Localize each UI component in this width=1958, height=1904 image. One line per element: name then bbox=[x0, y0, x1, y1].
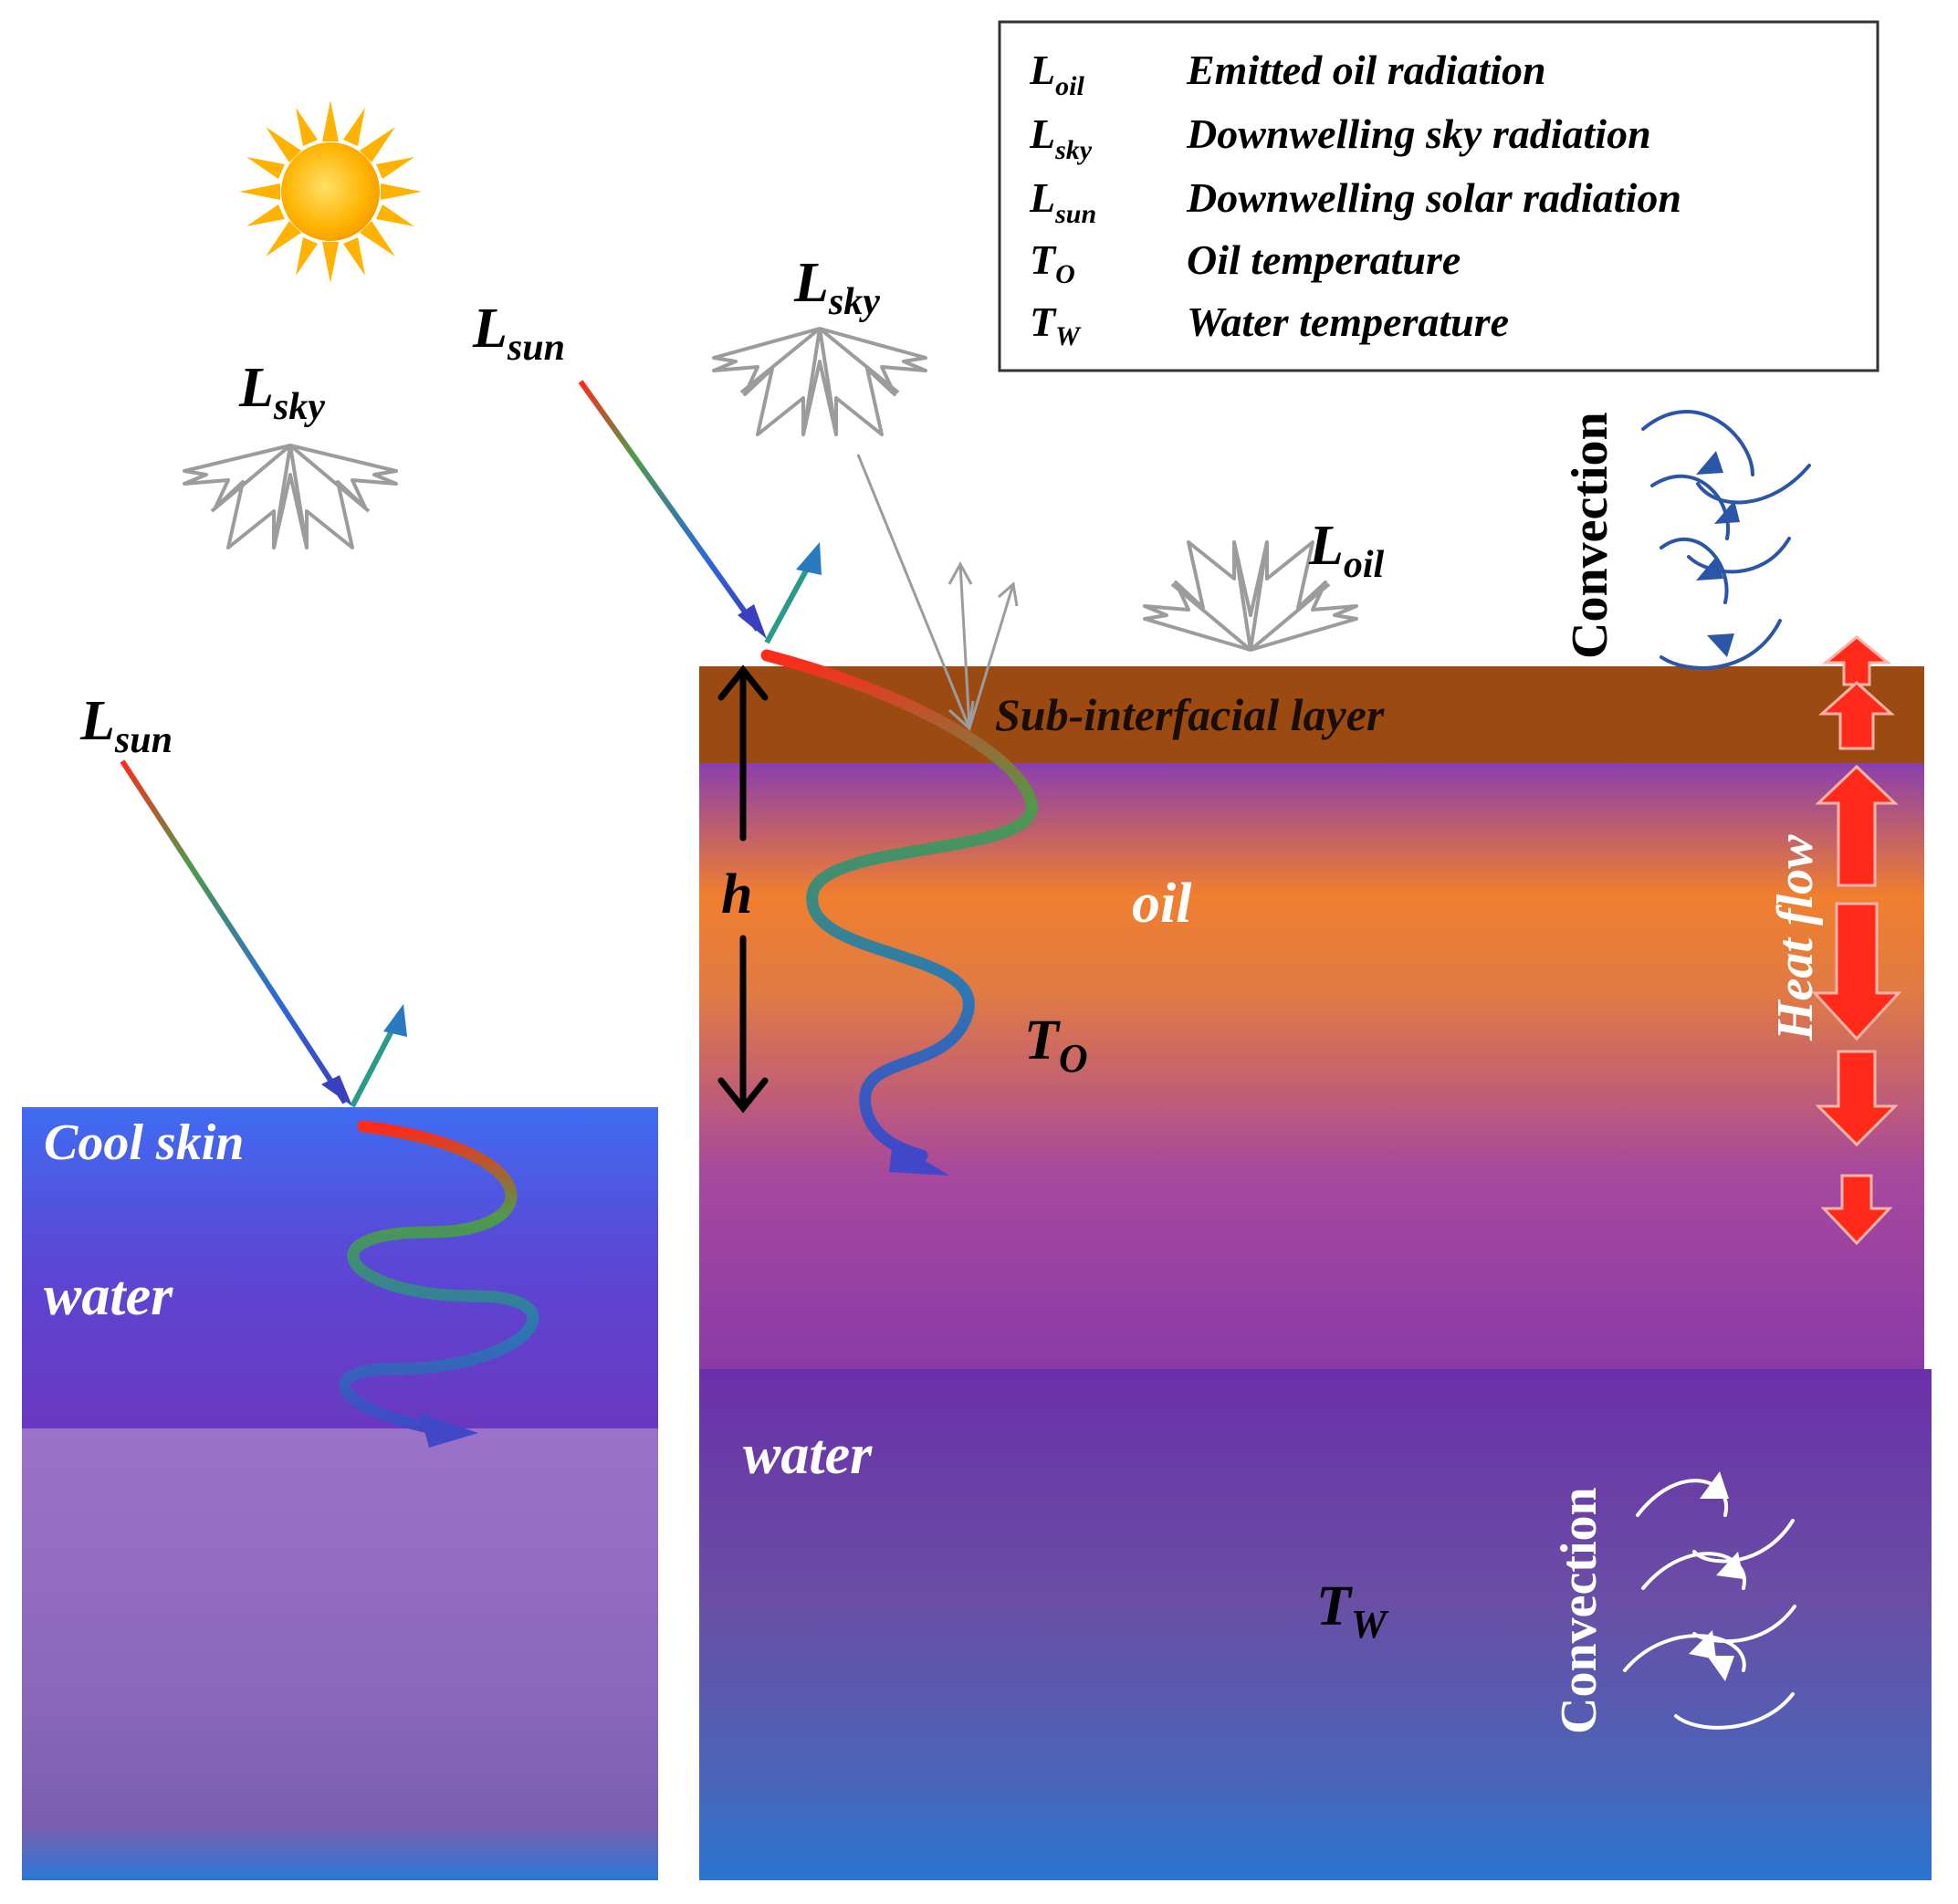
thickness-h-arrow bbox=[717, 664, 769, 1114]
heat-down-arrow-1 bbox=[1811, 902, 1902, 1041]
transmitted-wave-left bbox=[339, 1120, 539, 1448]
transmitted-wave-right bbox=[760, 649, 1038, 1176]
legend-symbol-1: Lsky bbox=[1029, 110, 1093, 165]
sky-radiation-fan-left bbox=[183, 444, 398, 549]
convection-swirls-top bbox=[1641, 410, 1811, 670]
legend-desc-1: Downwelling sky radiation bbox=[1186, 110, 1651, 157]
legend-desc-0: Emitted oil radiation bbox=[1186, 47, 1546, 93]
legend: Loil Emitted oil radiation Lsky Downwell… bbox=[998, 20, 1879, 372]
sub-interfacial-layer bbox=[699, 666, 1924, 763]
sky-ray-reflection bbox=[856, 454, 1019, 732]
l-sun-label-right: Lsun bbox=[472, 298, 565, 369]
l-sky-label-left: Lsky bbox=[238, 357, 325, 428]
legend-box bbox=[998, 20, 1879, 372]
legend-symbol-2: Lsun bbox=[1029, 174, 1096, 229]
heat-up-arrow-2 bbox=[1818, 680, 1895, 750]
cool-skin-water-layer bbox=[22, 1107, 658, 1428]
legend-symbol-3: TO bbox=[1030, 236, 1075, 289]
t-w-label: TW bbox=[1316, 1575, 1389, 1647]
legend-symbol-0: Loil bbox=[1029, 47, 1084, 101]
right-column bbox=[699, 666, 1932, 1880]
convection-swirls-bottom bbox=[1623, 1471, 1796, 1730]
sun-icon bbox=[239, 100, 422, 283]
h-label: h bbox=[721, 863, 752, 926]
legend-desc-3: Oil temperature bbox=[1187, 236, 1461, 283]
sun-ray-right bbox=[578, 380, 822, 644]
sub-interfacial-label: Sub-interfacial layer bbox=[995, 689, 1385, 740]
heat-up-arrow-3 bbox=[1815, 764, 1899, 887]
legend-desc-2: Downwelling solar radiation bbox=[1186, 174, 1681, 221]
oil-emission-fan bbox=[1143, 540, 1358, 652]
sky-radiation-fan-right bbox=[712, 327, 927, 436]
heat-flow-arrows bbox=[1811, 635, 1902, 1246]
convection-label-top: Convection bbox=[1562, 412, 1618, 659]
right-water-layer bbox=[699, 1369, 1932, 1880]
l-sun-label-left: Lsun bbox=[79, 690, 173, 761]
t-o-label: TO bbox=[1024, 1010, 1088, 1081]
cool-skin-label: Cool skin bbox=[44, 1114, 244, 1171]
left-water-label: water bbox=[44, 1265, 173, 1327]
heat-down-arrow-2 bbox=[1815, 1050, 1899, 1147]
heat-flow-label: Heat flow bbox=[1767, 834, 1824, 1041]
heat-down-arrow-3 bbox=[1820, 1174, 1893, 1246]
legend-desc-4: Water temperature bbox=[1187, 298, 1509, 345]
legend-symbol-4: TW bbox=[1030, 298, 1082, 351]
left-deep-water-layer bbox=[22, 1428, 658, 1880]
right-water-label: water bbox=[743, 1424, 873, 1486]
l-oil-label: Loil bbox=[1308, 515, 1385, 586]
oil-label: oil bbox=[1132, 873, 1192, 935]
convection-label-bottom: Convection bbox=[1551, 1487, 1607, 1734]
sun-ray-left bbox=[120, 759, 407, 1108]
l-sky-label-right: Lsky bbox=[793, 252, 880, 323]
left-water-column bbox=[22, 1107, 658, 1880]
